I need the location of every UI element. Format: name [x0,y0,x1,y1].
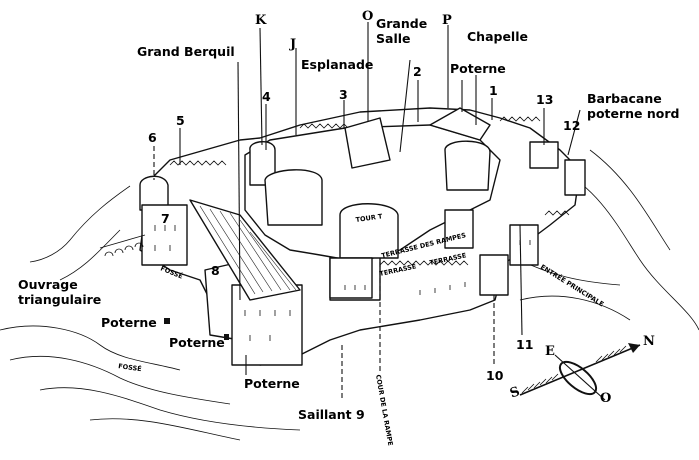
label-poterne-bottom: Poterne [244,376,300,391]
letter-p: P [442,13,452,28]
compass-e: E [545,344,555,359]
grand-berquil-ramp [189,199,301,301]
number-13: 13 [536,92,553,107]
terrain-contours [0,149,699,441]
poterne-marker-2 [224,334,229,340]
number-1: 1 [489,83,498,98]
number-6: 6 [148,130,157,145]
label-chapelle: Chapelle [467,29,528,44]
inscription-cour: COUR DE LA RAMPE [374,374,394,446]
compass [519,343,641,401]
label-triangulaire: triangulaire [18,292,101,307]
label-barbacane: Barbacane [587,91,662,106]
number-8: 8 [211,263,220,278]
number-3: 3 [339,87,348,102]
label-saillant: Saillant 9 [298,407,365,422]
label-esplanade: Esplanade [301,57,373,72]
compass-o: O [600,391,611,406]
number-11: 11 [516,337,533,352]
label-poterne-left1: Poterne [101,315,157,330]
letter-o: O [362,9,373,24]
label-poterne-left2: Poterne [169,335,225,350]
number-2: 2 [413,64,422,79]
leader-lines [153,22,581,400]
letter-k: K [255,13,267,28]
number-12: 12 [563,118,580,133]
crenellations [169,116,570,266]
compass-n: N [643,334,655,349]
label-poterne-top: Poterne [450,61,506,76]
label-ouvrage: Ouvrage [18,277,78,292]
inscription-tour-t: TOUR T [355,212,383,224]
aqueduct [99,234,146,257]
label-salle: Salle [376,31,411,46]
inscription-fosse-2: FOSSÉ [118,361,143,373]
label-grande: Grande [376,16,427,31]
label-grand-berquil: Grand Berquil [137,44,235,59]
number-4: 4 [262,89,271,104]
label-poterne-nord: poterne nord [587,106,679,121]
inscription-entree: ENTRÉE PRINCIPALE [539,262,606,308]
compass-s: S [508,384,522,401]
number-5: 5 [176,113,185,128]
number-7: 7 [161,211,170,226]
poterne-marker [164,318,170,324]
inner-enceinte [244,107,501,299]
letter-j: J [289,37,296,52]
number-10: 10 [486,368,504,383]
